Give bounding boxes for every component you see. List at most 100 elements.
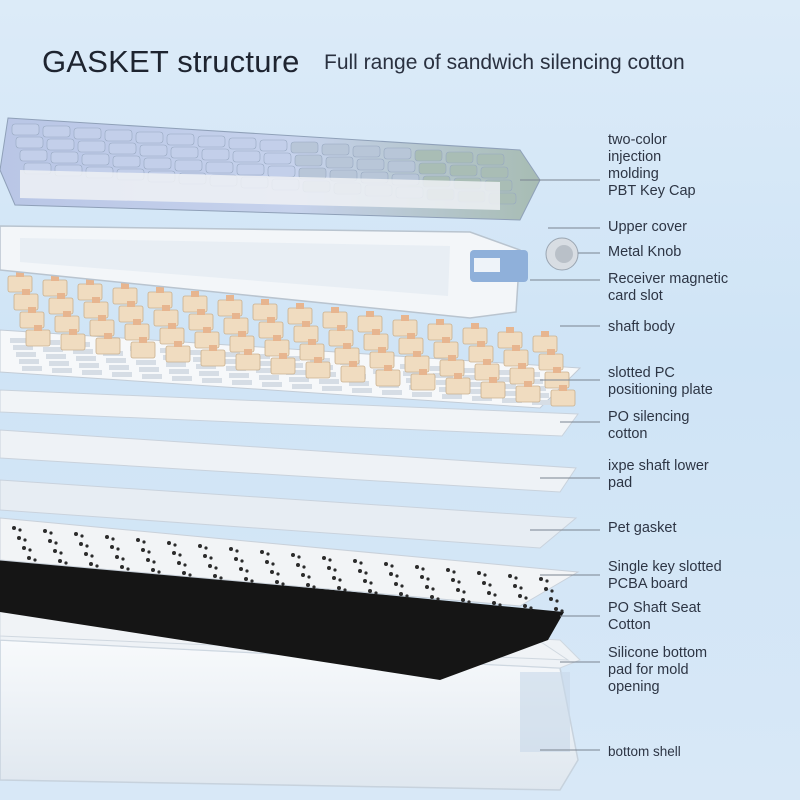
- plate-slot: [49, 361, 69, 366]
- switch: [392, 315, 418, 337]
- keycap: [228, 137, 257, 150]
- switch: [147, 287, 173, 309]
- pcb-hole: [399, 592, 403, 596]
- pcb-hole: [271, 562, 275, 566]
- plate-slot: [442, 394, 462, 399]
- pcb-hole: [426, 577, 430, 581]
- switch: [229, 331, 255, 353]
- pcb-hole: [85, 544, 89, 548]
- pcb-hole: [219, 576, 223, 580]
- plate-slot: [142, 374, 162, 379]
- pcb-hole: [545, 579, 549, 583]
- pcb-hole: [111, 537, 115, 541]
- keycap: [170, 146, 199, 159]
- switches-layer: [7, 271, 576, 407]
- pcb-hole: [452, 570, 456, 574]
- pcb-hole: [457, 580, 461, 584]
- po-seat-cotton-layer: [0, 558, 564, 680]
- pcb-hole: [18, 528, 22, 532]
- pcb-hole: [337, 586, 341, 590]
- pcb-hole: [523, 604, 527, 608]
- pet-gasket-layer: [0, 479, 578, 549]
- plate-slot: [43, 347, 63, 352]
- pcb-hole: [260, 550, 264, 554]
- plate-slot: [490, 370, 510, 375]
- switch: [48, 293, 74, 315]
- keycap: [418, 162, 447, 175]
- switch: [7, 271, 33, 293]
- pcb-hole: [462, 590, 466, 594]
- keycap: [197, 135, 226, 148]
- switch: [369, 347, 395, 369]
- pcb-hole: [369, 581, 373, 585]
- label-line: Receiver magnetic: [608, 271, 729, 287]
- pcb-hole: [461, 598, 465, 602]
- pcb-hole: [421, 567, 425, 571]
- pcb-hole: [384, 562, 388, 566]
- keycap: [321, 143, 350, 156]
- pcb-hole: [353, 559, 357, 563]
- pcb-hole: [488, 583, 492, 587]
- pcb-hole: [395, 574, 399, 578]
- plate-slot: [460, 368, 480, 373]
- pcb-hole: [389, 572, 393, 576]
- keycap: [236, 163, 265, 176]
- label-line: pad for mold: [608, 662, 689, 678]
- switch: [235, 349, 261, 371]
- pcb-hole: [239, 567, 243, 571]
- pcb-hole: [544, 587, 548, 591]
- keycap: [356, 158, 385, 171]
- keycap: [139, 144, 168, 157]
- switch: [398, 333, 424, 355]
- switch: [474, 359, 500, 381]
- plate-slot: [466, 382, 486, 387]
- pcb-hole: [17, 536, 21, 540]
- label-line: pad: [608, 475, 633, 491]
- label-line: PBT Key Cap: [608, 183, 696, 199]
- pcb-hole: [204, 546, 208, 550]
- label-metal-knob: Metal Knob: [608, 244, 681, 261]
- label-po-seat-cotton: PO Shaft Seat Cotton: [608, 600, 701, 634]
- pcb-hole: [359, 561, 363, 565]
- pcb-hole: [142, 540, 146, 544]
- pcb-hole: [554, 607, 558, 611]
- plate-slot: [292, 384, 312, 389]
- plate-slot: [202, 378, 222, 383]
- pcb-hole: [358, 569, 362, 573]
- pcb-hole: [33, 558, 37, 562]
- switch: [270, 353, 296, 375]
- label-pet-gasket: Pet gasket: [608, 520, 677, 537]
- switch: [188, 309, 214, 331]
- pcb-hole: [151, 568, 155, 572]
- label-line: slotted PC: [608, 365, 675, 381]
- label-line: positioning plate: [608, 382, 713, 398]
- plate-slot: [319, 379, 339, 384]
- pcb-hole: [549, 597, 553, 601]
- switch: [217, 295, 243, 317]
- switch: [60, 329, 86, 351]
- plate-slot: [352, 388, 372, 393]
- pcb-hole: [508, 574, 512, 578]
- switch: [200, 345, 226, 367]
- label-line: two-color: [608, 132, 667, 148]
- plate-slot: [259, 375, 279, 380]
- keycap: [449, 164, 478, 177]
- switch: [340, 361, 366, 383]
- keycap: [325, 156, 354, 169]
- plate-slot: [172, 376, 192, 381]
- pcb-hole: [266, 552, 270, 556]
- switch: [550, 385, 576, 407]
- pcb-hole: [208, 564, 212, 568]
- plate-slot: [412, 392, 432, 397]
- switch: [299, 339, 325, 361]
- label-upper-cover: Upper cover: [608, 219, 687, 236]
- pcb-hole: [483, 573, 487, 577]
- pcb-hole: [90, 554, 94, 558]
- switch: [182, 291, 208, 313]
- pcb-hole: [116, 547, 120, 551]
- pcb-hole: [451, 578, 455, 582]
- pcb-hole: [297, 555, 301, 559]
- label-bottom-shell: bottom shell: [608, 743, 681, 760]
- pcb-hole: [152, 560, 156, 564]
- switch: [194, 327, 220, 349]
